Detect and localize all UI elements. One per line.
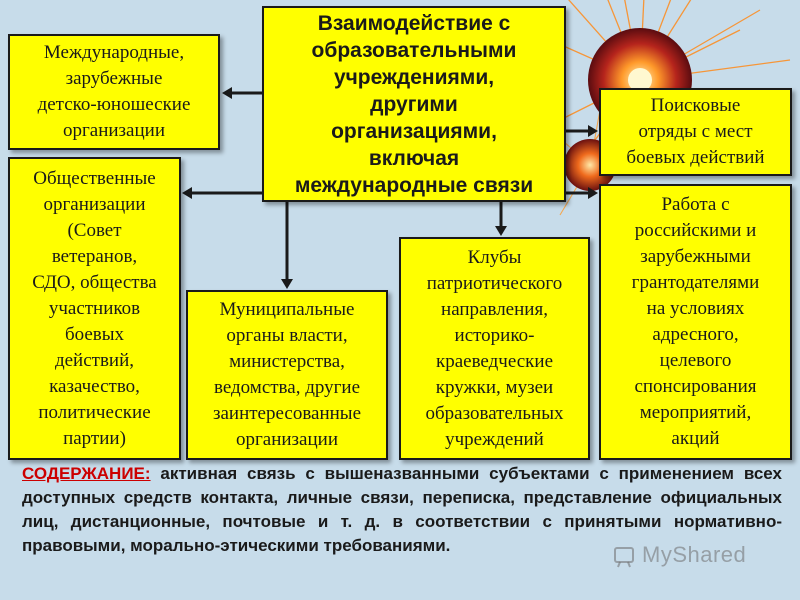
watermark-icon [614,547,634,568]
box-line: Поисковые [650,95,741,116]
box-line: спонсирования [634,376,757,397]
international-organizations-box: Международные, зарубежные детско-юношеск… [8,34,220,150]
box-line: образовательных [425,402,564,424]
watermark-text: MyShared [642,542,747,567]
box-line: боевых действий [626,147,765,168]
box-line: СДО, общества [32,271,157,293]
box-line: на условиях [646,298,745,319]
box-line: ведомства, другие [213,377,361,398]
search-squads-box: Поисковые отряды с мест боевых действий [599,88,792,176]
box-line: органы власти, [226,325,348,346]
central-topic-line: Взаимодействие с [317,11,511,35]
box-line: зарубежные [65,68,163,89]
box-line: зарубежными [640,246,751,267]
box-line: партии) [63,427,126,449]
box-line: организации [235,429,338,450]
box-line: министерства, [229,351,345,372]
public-organizations-box: Общественные организации (Совет ветерано… [8,157,181,460]
central-topic-line: другими [370,92,458,116]
box-line: адресного, [652,324,739,345]
box-line: боевых [64,323,125,345]
box-line: учреждений [445,428,544,450]
grant-providers-box: Работа с российскими и зарубежными грант… [599,184,792,460]
central-topic-line: включая [368,146,460,170]
box-line: патриотического [426,272,563,294]
box-line: организации [62,120,165,141]
box-line: целевого [659,350,732,371]
content-description: СОДЕРЖАНИЕ: активная связь с вышеназванн… [22,462,782,558]
box-line: Международные, [43,42,185,63]
box-line: казачество, [49,375,140,397]
box-line: историко- [454,324,535,346]
box-line: грантодателями [631,272,760,293]
box-line: (Совет [67,219,122,241]
central-topic-line: международные связи [294,173,534,197]
box-line: направления, [441,298,548,320]
content-label: СОДЕРЖАНИЕ: [22,464,151,483]
box-line: Работа с [661,194,730,215]
box-line: акций [671,428,720,449]
box-line: Муниципальные [219,299,355,320]
central-topic-box: Взаимодействие с образовательными учрежд… [262,6,566,202]
box-line: отряды с мест [638,121,753,142]
municipal-authorities-box: Муниципальные органы власти, министерств… [186,290,388,460]
box-line: Клубы [467,246,522,268]
box-line: мероприятий, [639,402,752,423]
box-line: ветеранов, [51,245,138,267]
box-line: организации [43,193,146,215]
box-line: краеведческие [435,350,554,372]
patriotic-clubs-box: Клубы патриотического направления, истор… [399,237,590,460]
central-topic-line: организациями, [331,119,497,143]
box-line: российскими и [634,220,757,241]
box-line: кружки, музеи [435,376,554,398]
box-line: действий, [54,349,135,371]
box-line: детско-юношеские [37,94,191,115]
content-text: активная связь с вышеназванными субъекта… [22,464,782,555]
central-topic-line: учреждениями, [333,65,495,89]
central-topic-line: образовательными [311,38,517,62]
box-line: участников [48,297,141,319]
box-line: Общественные [33,167,156,189]
box-line: заинтересованные [212,403,362,424]
box-line: политические [38,401,151,423]
